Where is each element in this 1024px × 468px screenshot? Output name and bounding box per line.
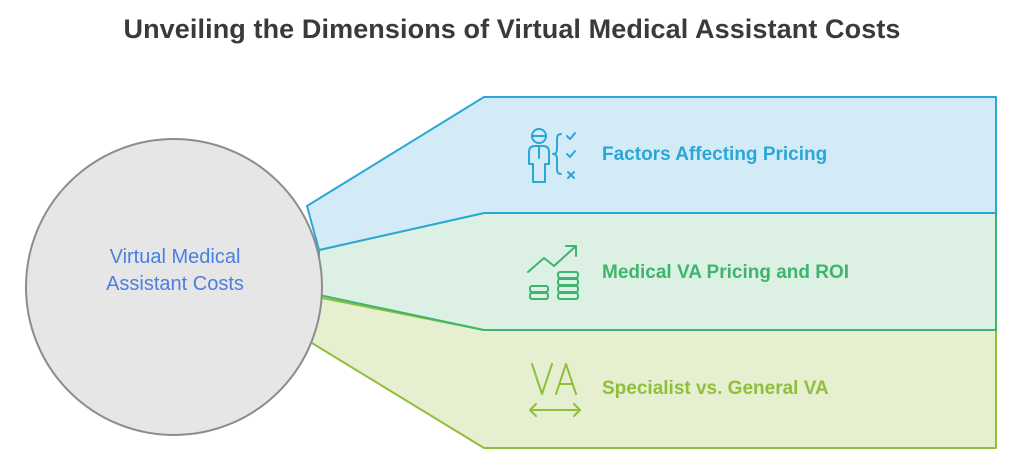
branch-band-factors xyxy=(306,96,997,251)
person-checklist-icon xyxy=(528,128,576,183)
branch-label-pricing-roi: Medical VA Pricing and ROI xyxy=(602,262,850,283)
branch-label-factors: Factors Affecting Pricing xyxy=(602,144,828,165)
center-node-label: Virtual Medical Assistant Costs xyxy=(40,244,310,298)
rising-coins-icon xyxy=(527,245,579,300)
center-label-line-2: Assistant Costs xyxy=(106,273,244,295)
branch-label-specialist-vs-general: Specialist vs. General VA xyxy=(602,378,829,399)
diagram-title: Unveiling the Dimensions of Virtual Medi… xyxy=(123,14,901,44)
va-width-icon xyxy=(529,363,581,417)
center-node-circle xyxy=(25,138,323,436)
center-label-line-1: Virtual Medical xyxy=(109,246,241,268)
